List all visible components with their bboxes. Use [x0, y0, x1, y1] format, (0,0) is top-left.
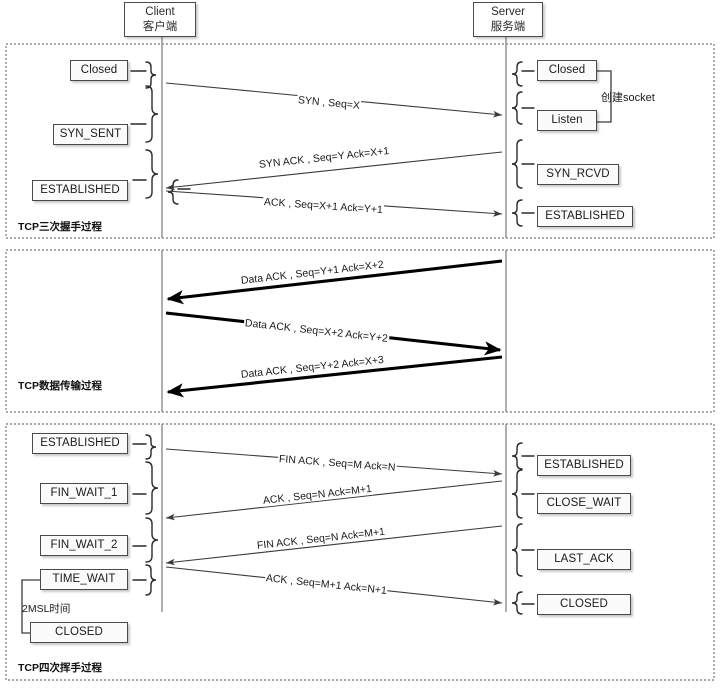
- client-state-fin-wait-2: FIN_WAIT_2: [40, 535, 128, 556]
- server-state-established-2: ESTABLISHED: [537, 455, 631, 476]
- lifelines: [161, 36, 507, 612]
- client-state-established-2: ESTABLISHED: [32, 433, 128, 454]
- section-caption-data-transfer: TCP数据传输过程: [18, 380, 102, 392]
- server-state-closed-2: CLOSED: [537, 594, 631, 615]
- client-state-syn-sent: SYN_SENT: [53, 124, 128, 145]
- section-frames: [5, 43, 715, 681]
- client-state-fin-wait-1: FIN_WAIT_1: [40, 483, 128, 504]
- endpoint-server: Server 服务端: [473, 2, 543, 37]
- handshake-braces: [130, 61, 535, 227]
- endpoint-client-subtitle: 客户端: [142, 20, 178, 33]
- arrow-fin-ack-2: [165, 525, 503, 566]
- endpoint-client-title: Client: [145, 5, 175, 18]
- client-state-closed: Closed: [70, 60, 128, 81]
- client-state-closed-2: CLOSED: [30, 622, 128, 643]
- teardown-braces: [132, 434, 535, 615]
- arrow-syn-ack: [165, 151, 503, 191]
- server-state-close-wait: CLOSE_WAIT: [537, 493, 631, 514]
- arrow-ack-1: [165, 480, 503, 521]
- section-caption-teardown: TCP四次挥手过程: [18, 662, 102, 674]
- server-state-listen: Listen: [537, 110, 597, 131]
- endpoint-server-title: Server: [491, 5, 525, 18]
- endpoint-client: Client 客户端: [124, 2, 196, 37]
- annotation-2msl: 2MSL时间: [22, 603, 71, 615]
- server-state-syn-rcvd: SYN_RCVD: [537, 164, 619, 185]
- client-state-time-wait: TIME_WAIT: [40, 569, 128, 590]
- server-state-closed: Closed: [537, 60, 597, 81]
- server-state-last-ack: LAST_ACK: [537, 549, 631, 570]
- section-caption-handshake: TCP三次握手过程: [18, 221, 102, 233]
- arrow-data-1: [166, 259, 503, 305]
- client-state-established-1: ESTABLISHED: [32, 180, 128, 201]
- arrow-data-3: [166, 355, 503, 398]
- annotation-create-socket: 创建socket: [601, 92, 655, 104]
- server-state-established-1: ESTABLISHED: [537, 206, 633, 227]
- endpoint-server-subtitle: 服务端: [490, 20, 526, 33]
